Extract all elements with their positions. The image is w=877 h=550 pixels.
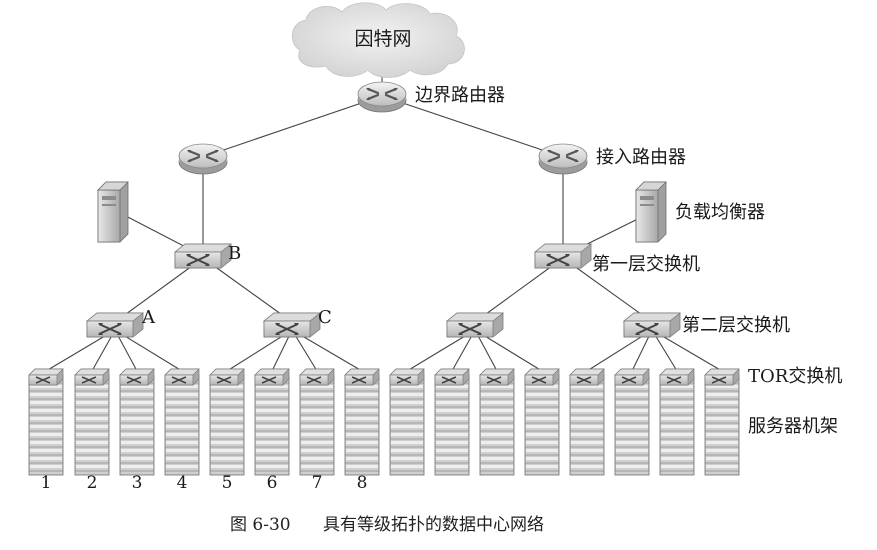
figure-number: 图 6-30 — [230, 515, 291, 535]
tor-switch-icon — [164, 368, 200, 386]
rack-number: 8 — [357, 473, 368, 493]
access-router-left-icon — [177, 142, 229, 176]
rack-number: 2 — [87, 473, 98, 493]
server-rack — [704, 374, 740, 476]
rack-number: 4 — [177, 473, 188, 493]
server-rack — [479, 374, 515, 476]
link-border-access-right — [381, 95, 564, 158]
server-rack — [344, 374, 380, 476]
link-tier1-tier2-left — [474, 257, 564, 323]
server-rack — [299, 374, 335, 476]
server-rack — [434, 374, 470, 476]
switch-A-label: A — [141, 307, 156, 328]
server-rack — [614, 374, 650, 476]
tor-switch-icon — [209, 368, 245, 386]
tor-links — [45, 329, 723, 372]
tor-switch-icon — [479, 368, 515, 386]
tor-switch-icon — [704, 368, 740, 386]
network-links — [114, 75, 653, 323]
server-rack — [659, 374, 695, 476]
server-rack — [389, 374, 425, 476]
rack-number: 3 — [132, 473, 143, 493]
rack-number: 5 — [222, 473, 233, 493]
border-router-label: 边界路由器 — [415, 85, 505, 106]
figure-title: 具有等级拓扑的数据中心网络 — [323, 515, 544, 535]
link-B-C — [202, 257, 293, 323]
border-router-icon — [356, 80, 408, 114]
tor-switch-icon — [74, 368, 110, 386]
server-rack — [209, 374, 245, 476]
tor-switch-icon — [344, 368, 380, 386]
server-rack — [74, 374, 110, 476]
tier1-switch-B-icon — [174, 243, 232, 269]
access-router-label: 接入路由器 — [596, 147, 686, 168]
tier1-switch-right-icon — [534, 243, 592, 269]
internet-cloud — [292, 2, 465, 78]
link-B-A — [114, 257, 204, 323]
tor-switch-icon — [299, 368, 335, 386]
tier2-switch-4-icon — [623, 312, 681, 338]
tier2-switch-3-icon — [446, 312, 504, 338]
link-border-access-left — [202, 95, 383, 158]
server-rack — [569, 374, 605, 476]
tor-switch-icon — [659, 368, 695, 386]
tor-switch-icon — [434, 368, 470, 386]
load-balancer-label: 负载均衡器 — [675, 202, 765, 223]
tor-switches — [28, 368, 740, 386]
link-tier1-tier2-right — [562, 257, 653, 323]
tor-switch-icon — [524, 368, 560, 386]
switch-C-label: C — [318, 307, 332, 328]
rack-number: 7 — [312, 473, 323, 493]
tor-switch-label: TOR交换机 — [748, 366, 842, 387]
server-rack-label: 服务器机架 — [748, 416, 838, 437]
load-balancer-left-icon — [97, 181, 129, 243]
server-rack — [164, 374, 200, 476]
server-rack — [28, 374, 64, 476]
tier2-switch-C-icon — [263, 312, 321, 338]
internet-label: 因特网 — [354, 28, 411, 50]
rack-number: 6 — [267, 473, 278, 493]
figure-caption: 图 6-30 具有等级拓扑的数据中心网络 — [230, 515, 544, 535]
tier1-switch-label: 第一层交换机 — [592, 254, 700, 275]
rack-numbers: 1 2 3 4 5 6 7 8 — [41, 473, 368, 493]
tor-switch-icon — [569, 368, 605, 386]
access-router-right-icon — [537, 142, 589, 176]
tier2-switch-A-icon — [86, 312, 144, 338]
server-rack — [119, 374, 155, 476]
rack-number: 1 — [41, 473, 52, 493]
tier2-switch-label: 第二层交换机 — [682, 315, 790, 336]
tor-switch-icon — [254, 368, 290, 386]
switch-B-label: B — [228, 243, 241, 264]
tor-switch-icon — [389, 368, 425, 386]
tor-switch-icon — [119, 368, 155, 386]
server-racks — [28, 374, 740, 476]
load-balancer-right-icon — [635, 181, 667, 243]
tor-switch-icon — [614, 368, 650, 386]
tor-switch-icon — [28, 368, 64, 386]
server-rack — [254, 374, 290, 476]
server-rack — [524, 374, 560, 476]
